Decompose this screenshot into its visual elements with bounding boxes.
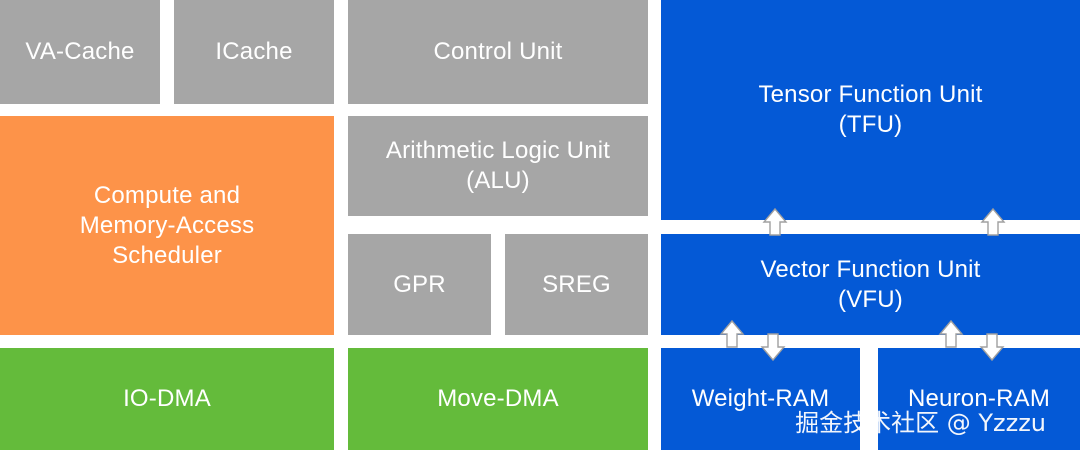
scheduler-block: Compute and Memory-Access Scheduler — [0, 116, 334, 335]
tfu-label-line2: (TFU) — [838, 111, 903, 138]
icache-label: ICache — [215, 38, 293, 65]
neuron-ram-label: Neuron-RAM — [907, 385, 1051, 412]
gpr-block: GPR — [348, 234, 491, 335]
move-dma-block: Move-DMA — [348, 348, 648, 450]
weight-ram-label: Weight-RAM — [691, 385, 830, 412]
watermark-text: 掘金技术社区 @ Yzzzu — [795, 409, 1046, 437]
scheduler-label-line3: Scheduler — [112, 241, 222, 269]
neuron-ram-block: Neuron-RAM — [878, 348, 1080, 450]
scheduler-label-line2: Memory-Access — [79, 211, 255, 239]
scheduler-label-line1: Compute and — [93, 181, 241, 209]
icache-block: ICache — [174, 0, 334, 104]
sreg-label: SREG — [542, 270, 611, 298]
gpr-label: GPR — [393, 270, 446, 298]
move-dma-label: Move-DMA — [437, 385, 559, 412]
tfu-block: Tensor Function Unit (TFU) — [661, 0, 1080, 220]
control-unit-label: Control Unit — [433, 38, 563, 65]
vfu-label-line2: (VFU) — [838, 285, 903, 313]
va-cache-label: VA-Cache — [25, 38, 135, 65]
sreg-block: SREG — [505, 234, 648, 335]
io-dma-block: IO-DMA — [0, 348, 334, 450]
vfu-block: Vector Function Unit (VFU) — [661, 234, 1080, 335]
io-dma-label: IO-DMA — [123, 385, 211, 412]
weight-ram-block: Weight-RAM — [661, 348, 860, 450]
alu-block: Arithmetic Logic Unit (ALU) — [348, 116, 648, 216]
alu-label-line1: Arithmetic Logic Unit — [385, 137, 611, 164]
alu-label-line2: (ALU) — [466, 167, 530, 194]
tfu-label-line1: Tensor Function Unit — [758, 81, 983, 108]
vfu-label-line1: Vector Function Unit — [760, 255, 981, 283]
control-unit-block: Control Unit — [348, 0, 648, 104]
va-cache-block: VA-Cache — [0, 0, 160, 104]
